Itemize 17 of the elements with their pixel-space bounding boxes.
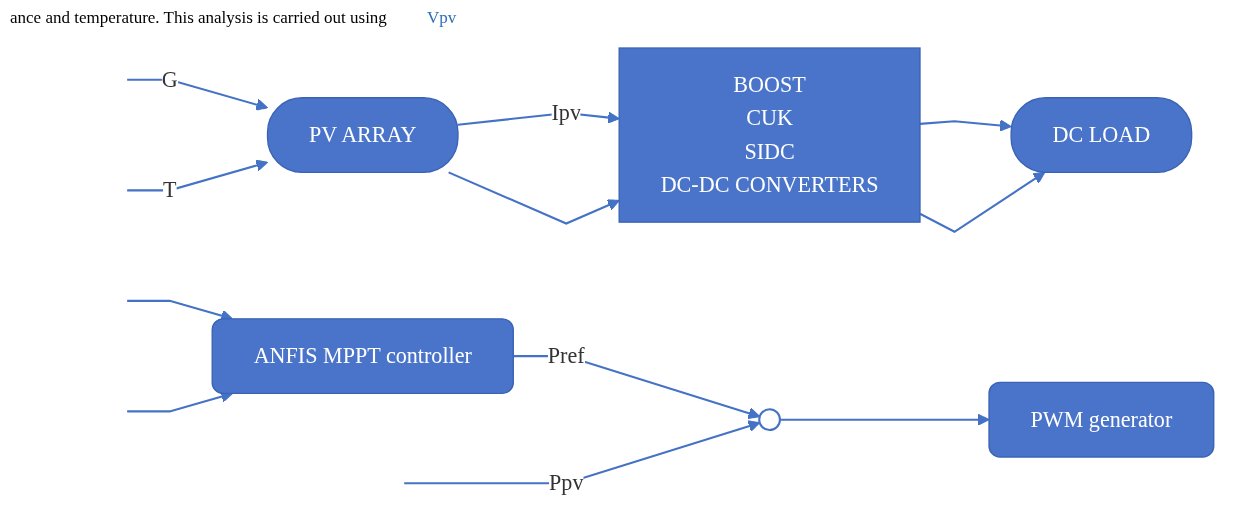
edge-label: Pref xyxy=(547,343,585,368)
edge-label: Ipv xyxy=(551,100,581,125)
node-box: PV ARRAY xyxy=(266,97,459,174)
arrow xyxy=(403,420,760,485)
signal-label: Vpv xyxy=(426,8,457,28)
node-box: ANFIS MPPT controller xyxy=(211,318,514,395)
edge-label: Ppv xyxy=(548,470,583,495)
edge-label: G xyxy=(161,67,178,91)
arrow xyxy=(126,78,268,111)
text-fragment: ance and temperature. This analysis is carried out using xyxy=(10,8,387,28)
node-circle xyxy=(757,408,781,432)
arrow xyxy=(919,171,1045,233)
node-box: PWM generator xyxy=(987,381,1214,458)
arrow xyxy=(126,159,268,192)
edge-label: T xyxy=(162,177,176,202)
node-box: DC LOAD xyxy=(1009,97,1192,174)
node-box: BOOST CUK SIDC DC-DC CONVERTERS xyxy=(618,47,921,223)
